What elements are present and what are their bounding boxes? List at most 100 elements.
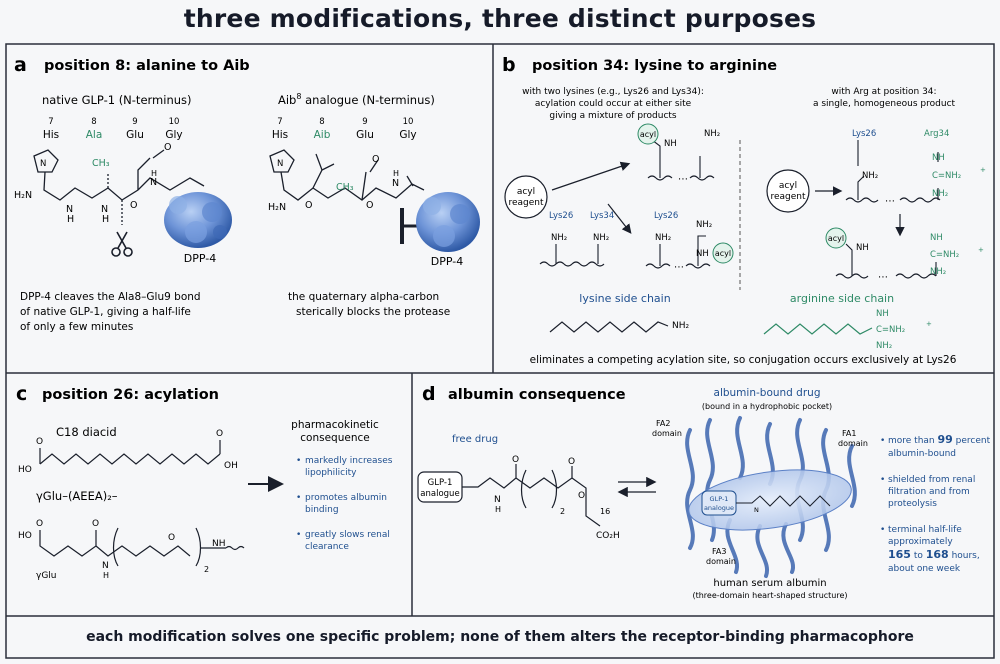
bound-drug-label: albumin-bound drug bbox=[714, 387, 821, 399]
svg-text:acyl: acyl bbox=[517, 187, 535, 197]
svg-text:+: + bbox=[980, 166, 986, 174]
svg-text:C=NH₂: C=NH₂ bbox=[876, 325, 905, 335]
svg-text:•: • bbox=[296, 493, 301, 503]
panel-b-letter: b bbox=[502, 54, 516, 76]
acyl-badge-2 bbox=[712, 242, 734, 264]
svg-text:NH: NH bbox=[212, 539, 226, 549]
panel-a-letter: a bbox=[14, 54, 27, 76]
acyl-badge-3 bbox=[825, 227, 847, 249]
panel-c: c position 26: acylation C18 diacid O HO… bbox=[16, 383, 393, 581]
fa2-label-1: FA2 bbox=[656, 419, 670, 428]
svg-text:⋯: ⋯ bbox=[674, 262, 684, 273]
svg-text:Arg34: Arg34 bbox=[924, 129, 949, 139]
svg-text:analogue: analogue bbox=[704, 504, 734, 512]
svg-text:sterically blocks the protease: sterically blocks the protease bbox=[296, 306, 450, 318]
scissors-icon bbox=[111, 231, 133, 257]
svg-text:NH: NH bbox=[664, 139, 677, 149]
svg-text:of only a few minutes: of only a few minutes bbox=[20, 321, 133, 333]
svg-text:9: 9 bbox=[132, 117, 137, 127]
left-note: with two lysines (e.g., Lys26 and Lys34)… bbox=[522, 87, 704, 121]
fa3-label-2: domain bbox=[706, 557, 736, 566]
svg-text:NH₂: NH₂ bbox=[930, 267, 946, 277]
svg-text:NH₂: NH₂ bbox=[696, 220, 712, 230]
svg-text:N: N bbox=[101, 204, 108, 215]
svg-text:acyl: acyl bbox=[715, 249, 731, 258]
svg-text:NH: NH bbox=[696, 249, 709, 259]
svg-text:analogue: analogue bbox=[420, 489, 459, 499]
svg-text:giving a mixture of products: giving a mixture of products bbox=[549, 111, 677, 121]
svg-text:10: 10 bbox=[169, 117, 180, 127]
figure-title: three modifications, three distinct purp… bbox=[183, 4, 817, 33]
svg-text:H: H bbox=[103, 571, 109, 580]
svg-text:the quaternary alpha-carbon: the quaternary alpha-carbon bbox=[288, 291, 439, 303]
fa2-label-2: domain bbox=[652, 429, 682, 438]
aib-atoms: N H₂N O CH₃ O O N H bbox=[268, 154, 399, 213]
svg-text:NH₂: NH₂ bbox=[704, 129, 720, 139]
svg-text:O: O bbox=[578, 491, 585, 501]
svg-text:O: O bbox=[92, 519, 99, 529]
svg-text:Gly: Gly bbox=[399, 129, 416, 141]
svg-text:reagent: reagent bbox=[508, 198, 544, 208]
svg-text:H₂N: H₂N bbox=[14, 190, 32, 201]
svg-text:with Arg at position 34:: with Arg at position 34: bbox=[831, 87, 936, 97]
svg-text:Gly: Gly bbox=[165, 129, 182, 141]
acyl-reagent-right bbox=[766, 169, 810, 213]
svg-text:•: • bbox=[880, 475, 885, 485]
svg-text:H₂N: H₂N bbox=[268, 202, 286, 213]
svg-text:His: His bbox=[272, 129, 288, 141]
svg-text:NH₂: NH₂ bbox=[593, 233, 609, 243]
linker-label: γGlu–(AEEA)₂– bbox=[36, 489, 118, 503]
albumin-bullets: • more than 99 percent albumin-bound • s… bbox=[880, 433, 991, 574]
native-glp1-structure bbox=[33, 149, 205, 225]
svg-text:Lys26: Lys26 bbox=[549, 211, 573, 221]
svg-text:HO: HO bbox=[18, 531, 32, 541]
panel-b: b position 34: lysine to arginine with t… bbox=[502, 54, 986, 366]
svg-text:O: O bbox=[372, 154, 379, 165]
native-label: native GLP-1 (N-terminus) bbox=[42, 93, 192, 107]
svg-text:acyl: acyl bbox=[779, 181, 797, 191]
svg-text:CH₃: CH₃ bbox=[336, 182, 354, 193]
svg-text:N: N bbox=[392, 178, 399, 189]
svg-text:⋯: ⋯ bbox=[678, 174, 688, 185]
native-note: DPP-4 cleaves the Ala8–Glu9 bond of nati… bbox=[20, 291, 201, 333]
svg-text:Lys34: Lys34 bbox=[590, 211, 614, 221]
svg-text:filtration and from: filtration and from bbox=[888, 487, 970, 497]
aib-glp1-structure bbox=[269, 149, 425, 201]
svg-text:shielded from renal: shielded from renal bbox=[888, 475, 975, 485]
svg-text:+: + bbox=[978, 246, 984, 254]
panel-b-title: position 34: lysine to arginine bbox=[532, 58, 777, 74]
fa1-label-2: domain bbox=[838, 439, 868, 448]
panel-c-title: position 26: acylation bbox=[42, 387, 219, 403]
acyl-badge-1 bbox=[637, 123, 659, 145]
svg-text:O: O bbox=[305, 200, 312, 211]
svg-text:markedly increases: markedly increases bbox=[305, 456, 393, 466]
arrow-product-1 bbox=[551, 161, 631, 191]
svg-text:•: • bbox=[880, 525, 885, 535]
svg-text:Glu: Glu bbox=[356, 129, 374, 141]
svg-text:of native GLP-1, giving a half: of native GLP-1, giving a half-life bbox=[20, 306, 191, 318]
svg-text:16: 16 bbox=[600, 507, 610, 516]
svg-text:H: H bbox=[102, 214, 109, 225]
svg-text:OH: OH bbox=[224, 461, 238, 471]
svg-text:His: His bbox=[43, 129, 59, 141]
diacid-chain bbox=[39, 453, 221, 465]
aib-residue-names: His Aib Glu Gly bbox=[272, 129, 417, 141]
free-drug-chain bbox=[462, 464, 601, 527]
pk-bullets: • markedly increases lipophilicity • pro… bbox=[296, 456, 393, 552]
svg-text:•: • bbox=[296, 530, 301, 540]
svg-text:NH₂: NH₂ bbox=[876, 341, 892, 351]
svg-text:a single, homogeneous product: a single, homogeneous product bbox=[813, 99, 956, 109]
svg-text:O: O bbox=[168, 533, 175, 543]
lysine-side-chain-label: lysine side chain bbox=[579, 292, 670, 305]
panel-d-title: albumin consequence bbox=[448, 387, 626, 403]
bound-drug-chain bbox=[736, 495, 831, 507]
svg-text:O: O bbox=[512, 455, 519, 465]
svg-text:Lys26: Lys26 bbox=[852, 129, 876, 139]
svg-text:greatly slows renal: greatly slows renal bbox=[305, 530, 390, 540]
svg-text:Ala: Ala bbox=[86, 129, 103, 141]
svg-text:H: H bbox=[67, 214, 74, 225]
svg-text:Aib: Aib bbox=[314, 129, 331, 141]
svg-text:clearance: clearance bbox=[305, 542, 349, 552]
svg-text:NH: NH bbox=[856, 243, 869, 253]
